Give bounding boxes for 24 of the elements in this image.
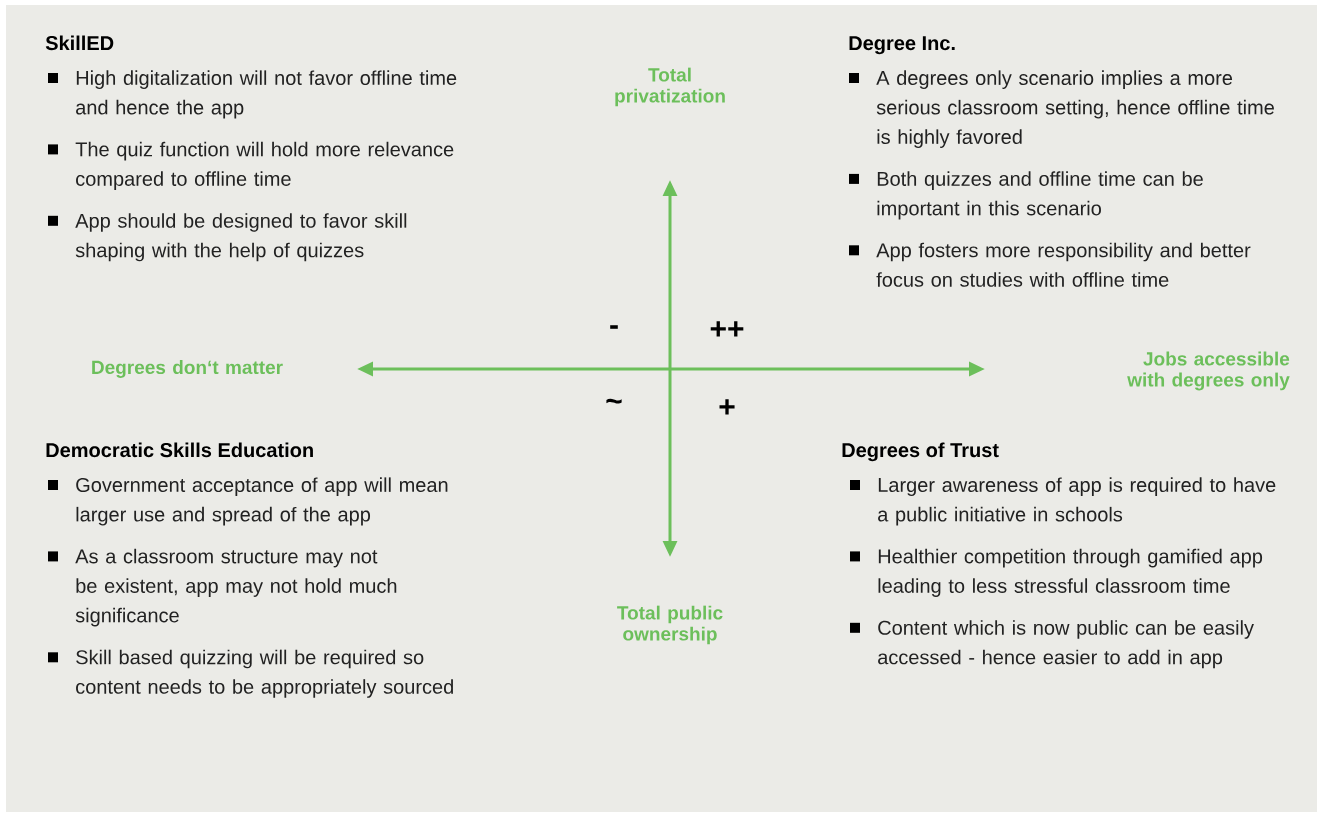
axis-label: Degrees don‘t matter	[92, 360, 283, 378]
quadrant-heading: Degrees of Trust	[842, 442, 999, 462]
bullet-text: Content which is now public can be easily accessed - hence easier to add in app	[878, 620, 1254, 669]
bullet-text: Skill based quizzing will be required so content needs to be appropriately sourced	[76, 649, 453, 698]
bullet-text: App fosters more responsibility and better focus on studies with offline time	[876, 242, 1251, 287]
quadrant-heading: Degree Inc.	[849, 36, 955, 55]
quadrant-sign: +	[719, 399, 735, 415]
quadrant-sign: -	[610, 325, 618, 329]
bullet-text: The quiz function will hold more relevance compared to offline time	[75, 141, 454, 190]
bullet-text: Larger awareness of app is required to have a public initiative in schools	[878, 477, 1276, 526]
bullet-text: App should be designed to favor skill shaping with the help of quizzes	[75, 213, 407, 262]
bullet-text: Government acceptance of app will mean larger use and spread of the app	[76, 477, 448, 526]
bullet-text: A degrees only scenario implies a more serious classroom setting, hence offline time is highly favored	[876, 70, 1274, 148]
bullet-text: As a classroom structure may not be existent, app may not hold much significance	[75, 548, 397, 627]
bullet-text: Both quizzes and offline time can be important in this scenario	[877, 171, 1203, 220]
quadrant-sign: ~	[606, 398, 622, 404]
quadrant-heading: SkillED	[45, 35, 114, 51]
axis-label: Total privatization	[615, 67, 725, 107]
bullet-text: Healthier competition through gamified app leading to less stressful classroom time	[878, 548, 1263, 597]
bullet-text: High digitalization will not favor offline time and hence the app	[76, 70, 457, 119]
quadrant-heading: Democratic Skills Education	[46, 442, 313, 458]
axis-label: Total public ownership	[617, 605, 723, 645]
axis-label: Jobs accessible with degrees only	[1127, 351, 1290, 391]
quadrant-sign: ++	[710, 321, 744, 337]
